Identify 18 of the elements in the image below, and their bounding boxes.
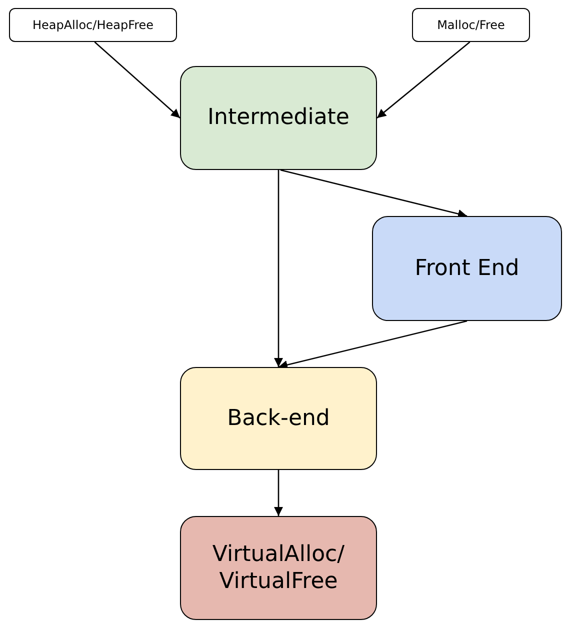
arrow <box>274 470 283 516</box>
process-box <box>180 367 377 470</box>
arrow <box>280 169 468 218</box>
node-label: VirtualAlloc/ VirtualFree <box>211 540 346 596</box>
arrow <box>274 170 283 367</box>
arrow <box>278 320 468 370</box>
process-box <box>180 516 377 620</box>
arrow <box>376 42 470 118</box>
process-box <box>180 66 377 170</box>
arrow <box>94 42 180 118</box>
node-label: Intermediate <box>208 104 350 132</box>
process-box <box>372 216 562 321</box>
node-label: Malloc/Free <box>437 18 505 32</box>
node-label: Back-end <box>227 404 330 432</box>
node-label: Front End <box>414 254 520 282</box>
label-box <box>9 8 177 42</box>
node-label: HeapAlloc/HeapFree <box>32 18 154 32</box>
label-box <box>412 8 530 42</box>
